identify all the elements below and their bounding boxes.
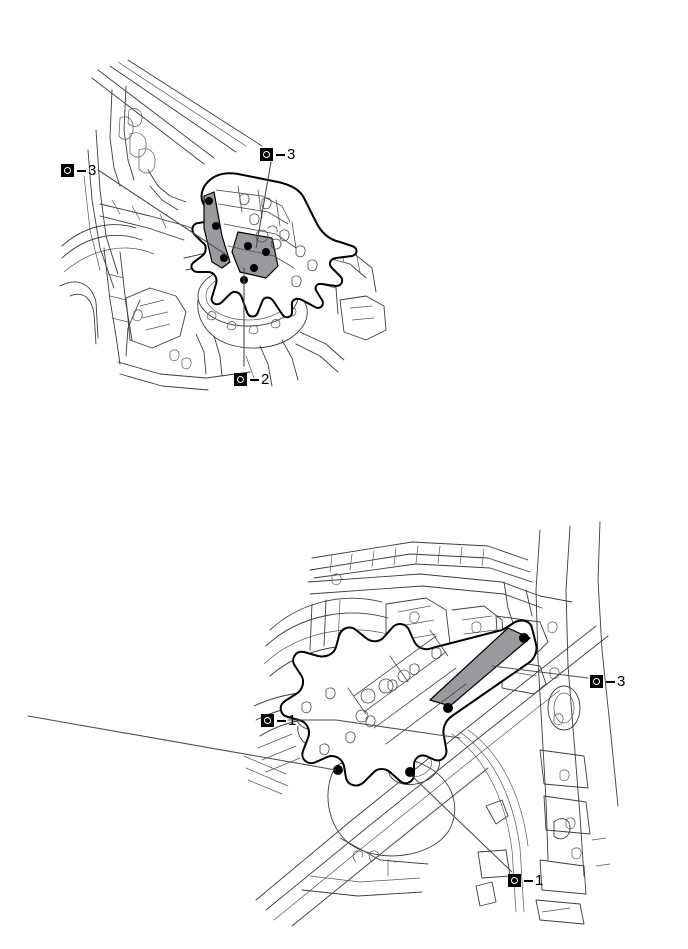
callout-top-3-right[interactable]: 3 bbox=[260, 147, 295, 162]
upper-highlighted-bracket bbox=[190, 172, 358, 319]
upper-assembly-figure bbox=[0, 0, 400, 430]
bolt-torque-icon bbox=[234, 373, 247, 386]
callout-number: 1 bbox=[535, 872, 544, 889]
lower-assembly-linework bbox=[27, 521, 619, 927]
callout-bottom-3[interactable]: 3 bbox=[590, 674, 625, 689]
callout-bottom-1-bottom[interactable]: 1 bbox=[508, 873, 543, 888]
callout-number: 3 bbox=[617, 673, 626, 690]
callout-top-2[interactable]: 2 bbox=[234, 372, 269, 387]
lower-assembly-figure bbox=[27, 520, 688, 940]
callout-dash bbox=[277, 719, 286, 722]
upper-assembly-linework bbox=[59, 59, 387, 391]
leader-line-bottom-1-bottom bbox=[411, 775, 513, 873]
callout-dash bbox=[77, 169, 86, 172]
bolt-torque-icon bbox=[590, 675, 603, 688]
leader-line-bottom-3 bbox=[491, 665, 589, 679]
callout-dash bbox=[276, 153, 285, 156]
callout-dash bbox=[250, 378, 259, 381]
leader-line-bottom-1-left bbox=[27, 715, 337, 771]
callout-number: 3 bbox=[88, 162, 97, 179]
lower-leader-lines bbox=[27, 665, 589, 873]
callout-dash bbox=[524, 879, 533, 882]
leader-line-top-3-right bbox=[255, 161, 272, 249]
bolt-torque-icon bbox=[261, 714, 274, 727]
callout-number: 3 bbox=[287, 146, 296, 163]
callout-top-3-left[interactable]: 3 bbox=[61, 163, 96, 178]
bolt-torque-icon bbox=[260, 148, 273, 161]
upper-leader-lines bbox=[97, 161, 272, 367]
callout-number: 1 bbox=[288, 712, 297, 729]
callout-dash bbox=[606, 680, 615, 683]
leader-line-top-3-left bbox=[97, 169, 229, 257]
lower-highlighted-bracket bbox=[279, 619, 538, 787]
callout-bottom-1-left[interactable]: 1 bbox=[261, 713, 296, 728]
bolt-torque-icon bbox=[61, 164, 74, 177]
bolt-torque-icon bbox=[508, 874, 521, 887]
callout-number: 2 bbox=[261, 371, 270, 388]
